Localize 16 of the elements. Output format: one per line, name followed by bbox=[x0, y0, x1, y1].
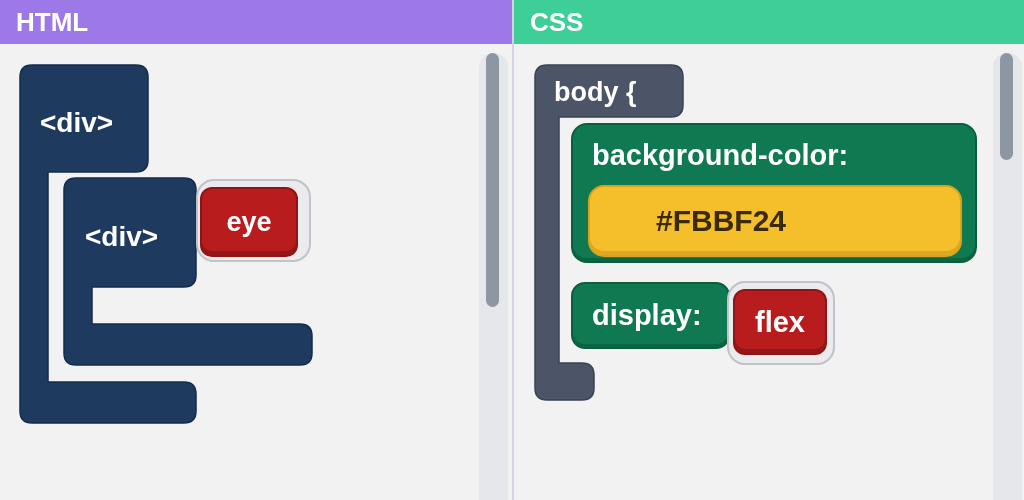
value-block: eye bbox=[200, 187, 298, 257]
property-block bbox=[571, 123, 977, 263]
property-block bbox=[571, 282, 730, 349]
value-field: #FBBF24 bbox=[588, 185, 962, 257]
input-slot bbox=[727, 281, 835, 365]
block-label: <div> bbox=[85, 223, 159, 251]
panel-title: CSS bbox=[530, 9, 584, 35]
panel-title: HTML bbox=[16, 9, 89, 35]
editor-panel bbox=[514, 0, 1024, 500]
property-label: display: bbox=[592, 301, 702, 330]
block-label: <div> bbox=[40, 109, 114, 137]
input-slot bbox=[196, 179, 311, 262]
property-label: background-color: bbox=[592, 141, 849, 170]
value-block: flex bbox=[733, 289, 827, 355]
block-label: body { bbox=[554, 79, 637, 106]
editor-panel bbox=[0, 0, 514, 500]
